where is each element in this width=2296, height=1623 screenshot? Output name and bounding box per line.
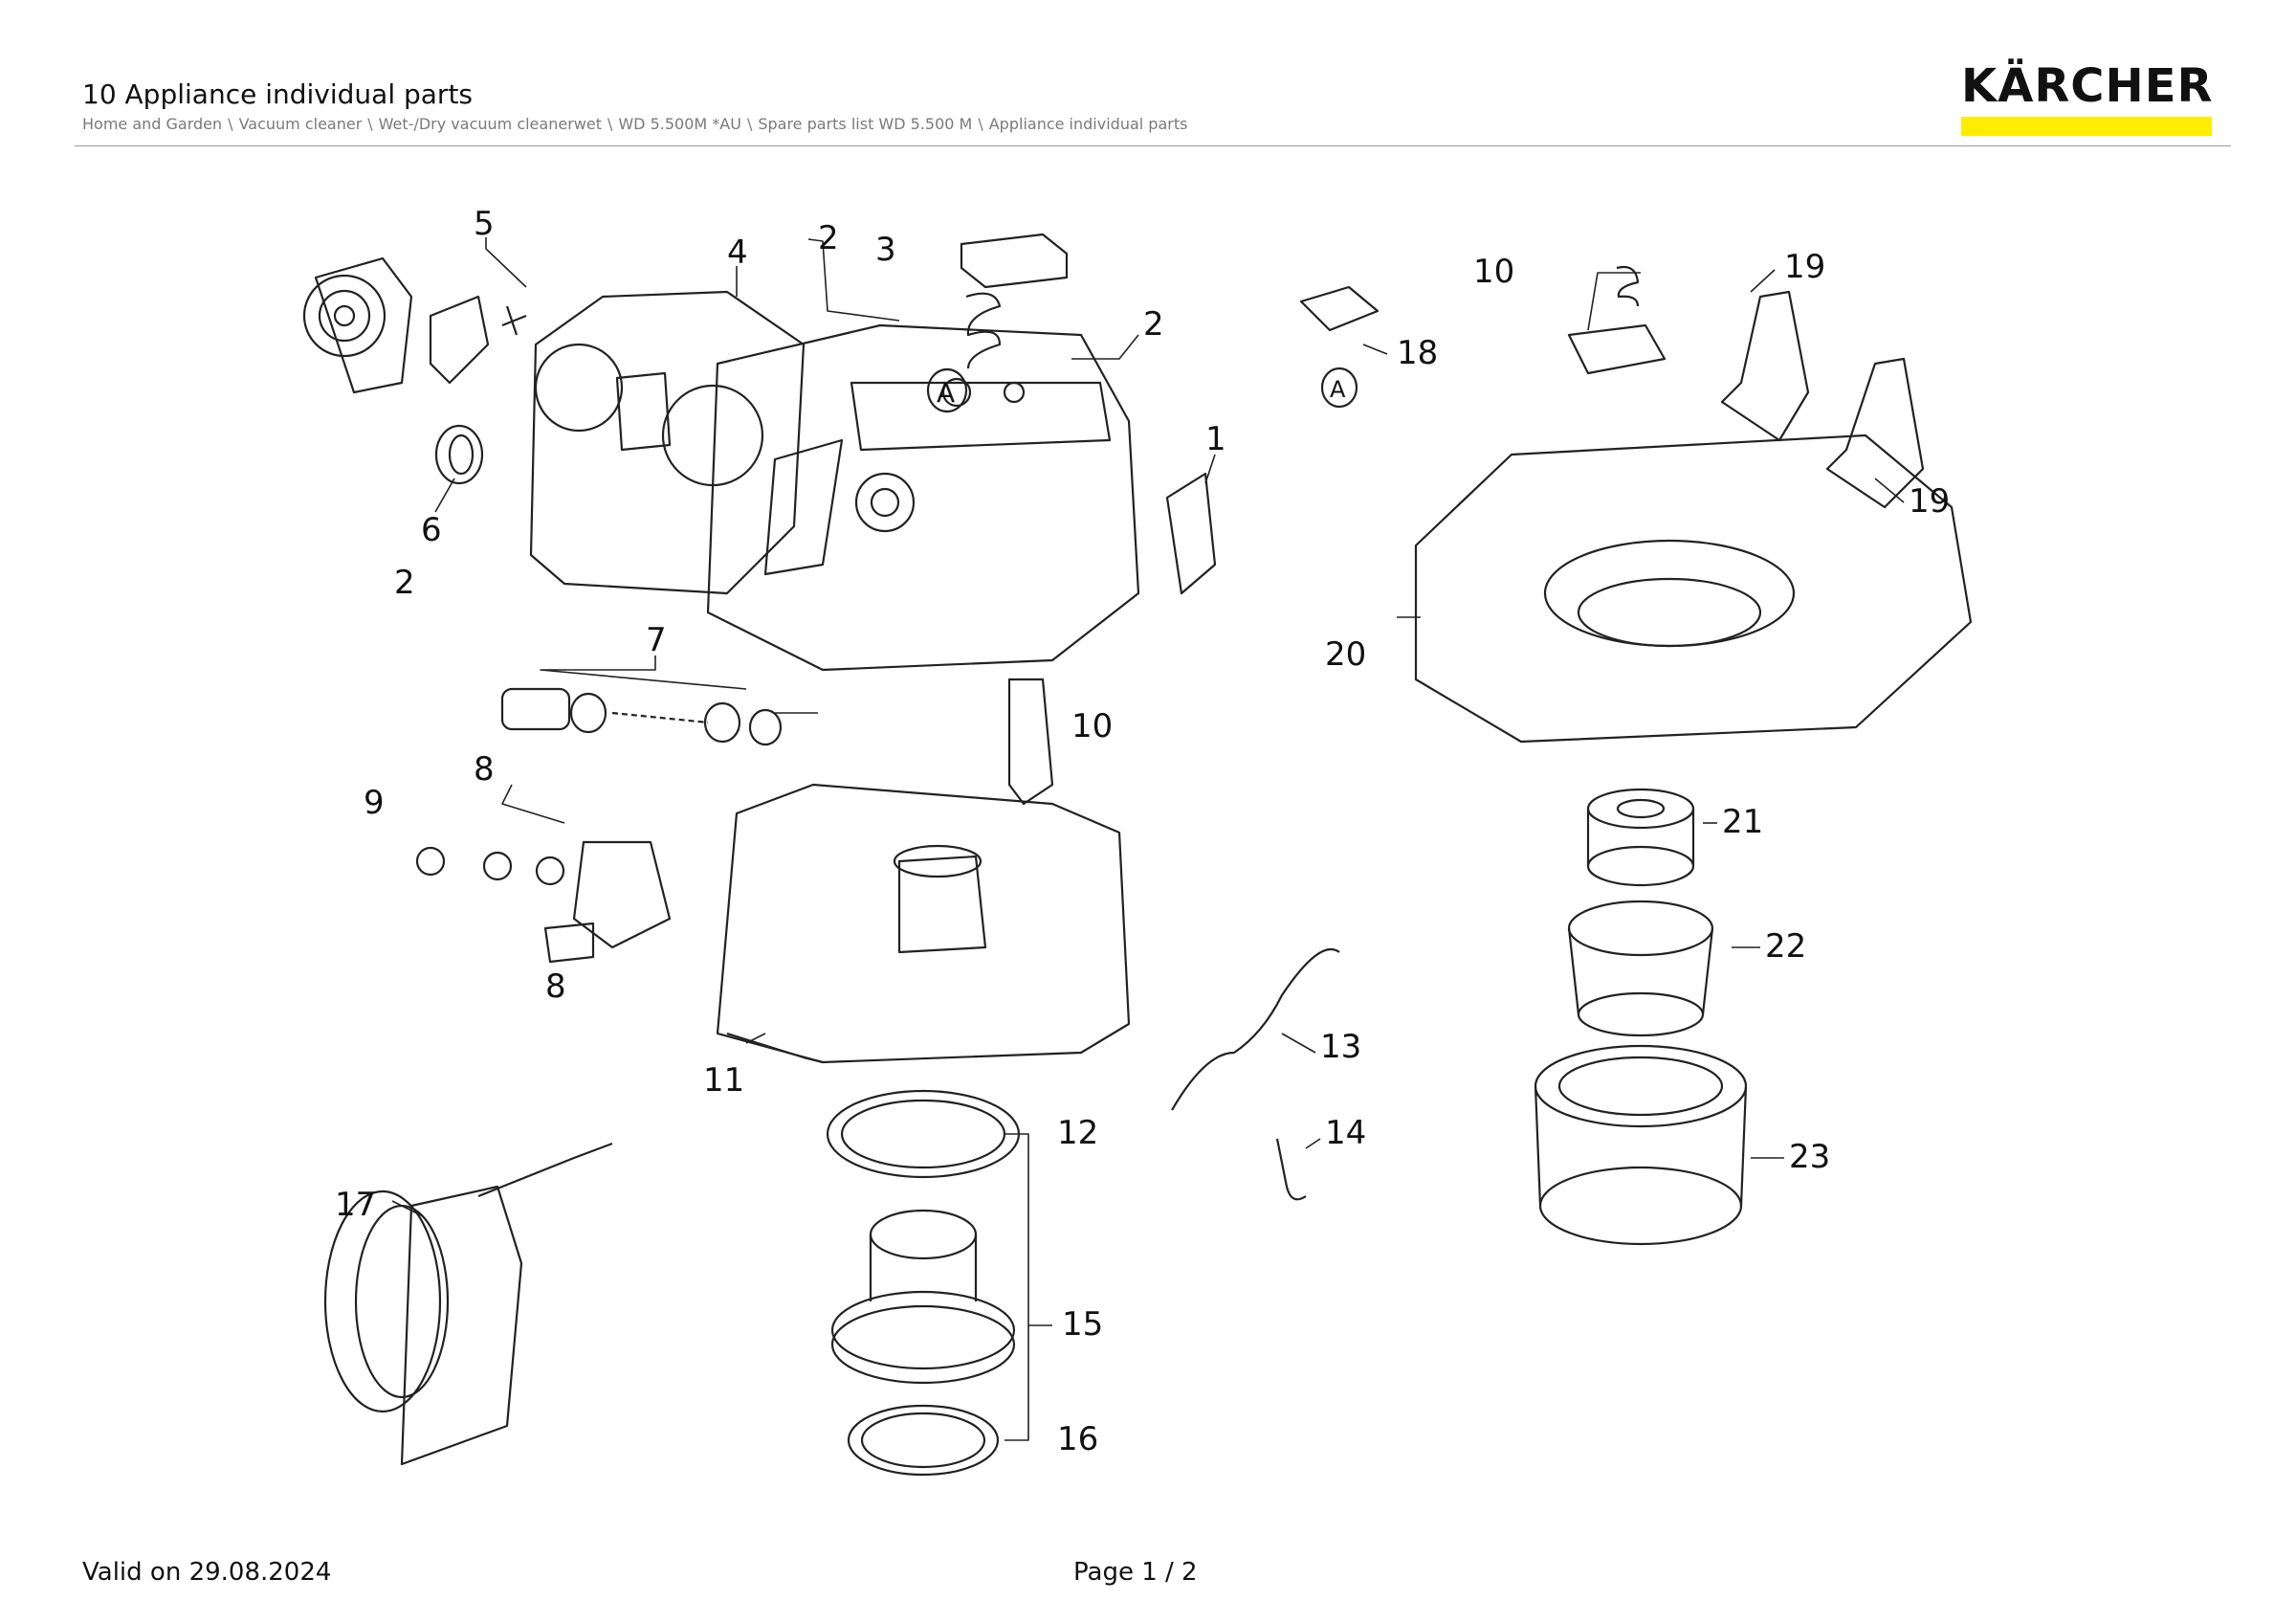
breadcrumb-item[interactable]: WD 5.500M *AU: [618, 115, 741, 133]
part-22-drawing: [1567, 900, 1714, 1037]
part-13-drawing: [1171, 947, 1340, 1111]
part-3-drawing: [960, 233, 1069, 369]
callout-23: 23: [1789, 1138, 1830, 1176]
callout-2-right: 2: [1143, 305, 1164, 344]
callout-18: 18: [1397, 334, 1438, 372]
part-10b-drawing: [1567, 265, 1667, 375]
callout-14: 14: [1325, 1114, 1366, 1152]
breadcrumb-separator: \: [367, 115, 373, 133]
callout-6: 6: [421, 511, 442, 549]
part-8-drawing: [415, 840, 672, 964]
breadcrumb-separator: \: [746, 115, 753, 133]
part-14-drawing: [1275, 1138, 1307, 1201]
part-17-drawing: [323, 1142, 613, 1466]
marker-a-center: A: [937, 377, 955, 409]
breadcrumb-separator: \: [978, 115, 983, 133]
callout-4: 4: [727, 233, 748, 272]
callout-12: 12: [1057, 1114, 1098, 1152]
logo-text: KÄRCHER: [1961, 59, 2214, 113]
head-housing-drawing: [706, 323, 1217, 672]
callout-21: 21: [1722, 803, 1763, 841]
logo-yellow-bar: [1961, 117, 2212, 136]
part-16-drawing: [847, 1404, 1000, 1477]
callout-2-left: 2: [394, 564, 415, 602]
breadcrumb: Home and Garden\Vacuum cleaner\Wet-/Dry …: [82, 115, 1187, 133]
callout-1: 1: [1205, 420, 1226, 458]
callout-19-bottom: 19: [1909, 482, 1950, 521]
callout-16: 16: [1057, 1420, 1098, 1458]
callout-8-bottom: 8: [545, 967, 566, 1006]
callout-13: 13: [1320, 1028, 1361, 1066]
callout-20: 20: [1325, 635, 1366, 674]
part-6-drawing: [434, 424, 484, 485]
part-20-drawing: [1414, 434, 1973, 744]
breadcrumb-separator: \: [607, 115, 613, 133]
part-12-drawing: [826, 1089, 1021, 1179]
breadcrumb-item[interactable]: Spare parts list WD 5.500 M: [758, 115, 973, 133]
karcher-logo: KÄRCHER: [1961, 63, 2214, 136]
leader-lines: [391, 237, 1905, 1441]
header-divider: [75, 145, 2231, 146]
page-indicator: Page 1 / 2: [1073, 1558, 1198, 1587]
part-5-drawing: [302, 256, 527, 394]
part-10-drawing: [1007, 678, 1054, 806]
breadcrumb-item[interactable]: Wet-/Dry vacuum cleanerwet: [378, 115, 602, 133]
valid-date: Valid on 29.08.2024: [82, 1558, 332, 1587]
callout-7: 7: [646, 621, 667, 659]
breadcrumb-item[interactable]: Home and Garden: [82, 115, 223, 133]
callout-10-right: 10: [1473, 253, 1514, 291]
part-21-drawing: [1586, 788, 1695, 887]
callout-5: 5: [474, 205, 495, 243]
part-23-drawing: [1534, 1044, 1748, 1246]
part-4-drawing: [529, 290, 806, 595]
callout-9: 9: [364, 784, 385, 822]
callout-22: 22: [1765, 927, 1806, 966]
marker-a-right: A: [1330, 376, 1346, 403]
part-7-drawing: [500, 687, 783, 746]
callout-2-top: 2: [818, 219, 839, 257]
breadcrumb-separator: \: [228, 115, 233, 133]
part-18-drawing: [1299, 285, 1380, 332]
part-11-drawing: [716, 783, 1131, 1064]
callout-8-top: 8: [474, 750, 495, 789]
part-19-drawing: [1720, 290, 1925, 509]
callout-15: 15: [1062, 1305, 1103, 1344]
callout-11: 11: [703, 1061, 744, 1100]
page-title: 10 Appliance individual parts: [82, 78, 474, 110]
breadcrumb-item[interactable]: Vacuum cleaner: [238, 115, 363, 133]
marker-a-outlines: [926, 367, 1358, 413]
callout-10-center: 10: [1071, 707, 1113, 745]
exploded-parts-diagram: 5 4 2 3 2 1 6 2 7 8 9 8 10 11 12 15 16 1…: [302, 205, 1973, 1477]
callout-17: 17: [335, 1186, 376, 1224]
callout-19-top: 19: [1784, 248, 1825, 286]
part-15-drawing: [830, 1209, 1016, 1385]
breadcrumb-item: Appliance individual parts: [988, 115, 1188, 133]
callout-3: 3: [875, 231, 896, 269]
